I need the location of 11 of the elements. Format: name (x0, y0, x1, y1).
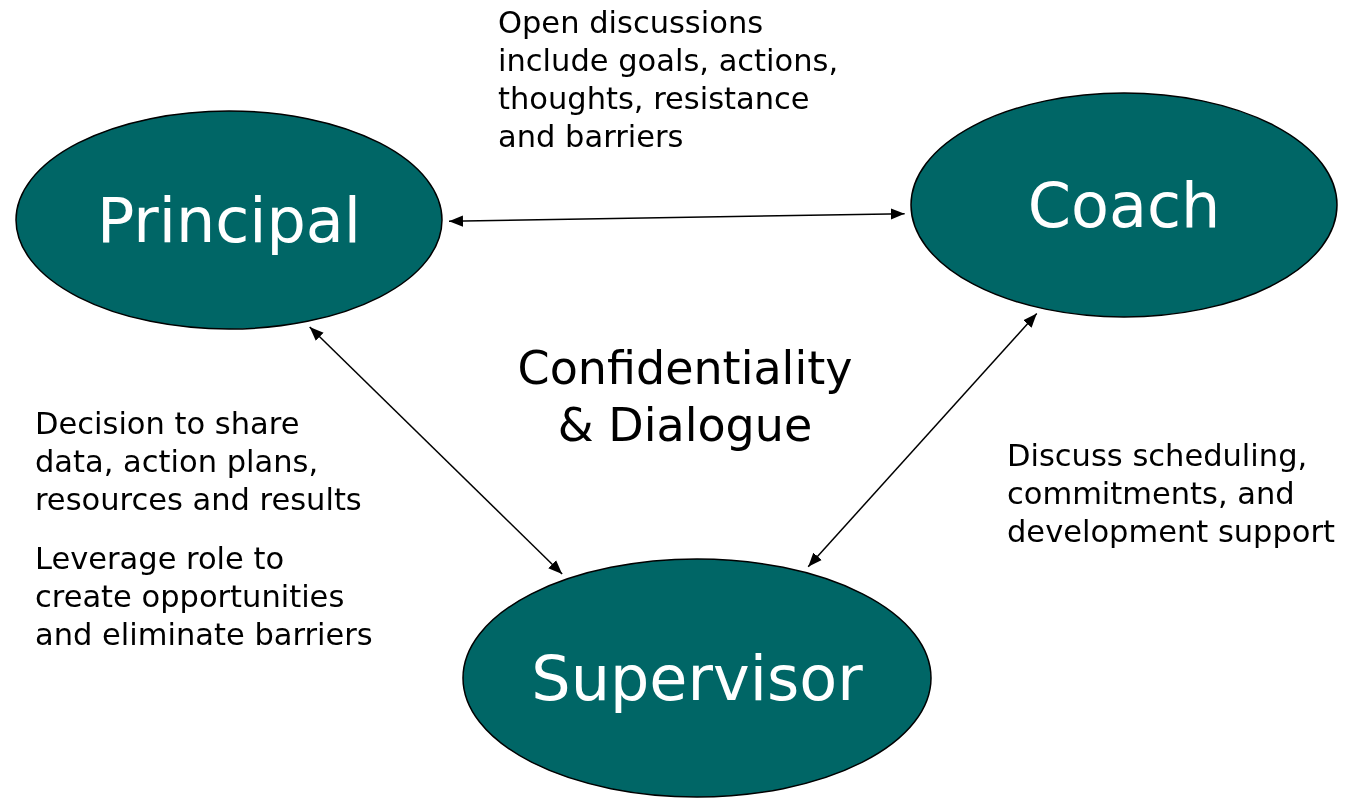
note: Decision to share data, action plans, resources and results (35, 405, 363, 519)
double-arrow (308, 326, 563, 575)
node-label: Supervisor (531, 641, 863, 715)
node-label: Coach (1027, 168, 1221, 242)
note: Discuss scheduling, commitments, and development support (1007, 437, 1336, 551)
note: Leverage role to create opportunities and eliminate barriers (35, 540, 374, 654)
node-label: Principal (96, 183, 362, 257)
double-arrow (448, 208, 906, 227)
double-arrow (807, 312, 1038, 568)
note: Open discussions include goals, actions, thoughts, resistance and barriers (498, 4, 840, 156)
center-caption: Confidentiality & Dialogue (516, 340, 854, 454)
